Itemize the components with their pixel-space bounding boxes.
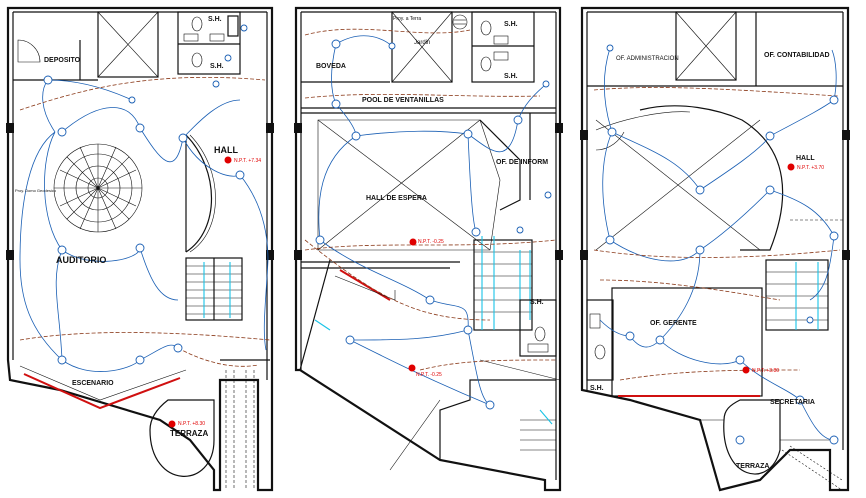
label-secretaria: SECRETARIA xyxy=(770,399,815,406)
lamp-icons-plan3 xyxy=(605,44,839,445)
label-npt-gerente: N.P.T. +3.80 xyxy=(752,368,779,374)
label-pool-ventanillas: POOL DE VENTANILLAS xyxy=(362,97,444,104)
label-of-informe: OF. DE INFORM xyxy=(496,159,548,166)
plan-2: Proy. a Terra Jardin S.H. S.H. BOVEDA PO… xyxy=(294,6,563,492)
lamp-icons-plan1 xyxy=(43,24,248,428)
label-jardin: Jardin xyxy=(414,40,430,46)
label-of-contabilidad: OF. CONTABILIDAD xyxy=(764,52,830,59)
label-npt-terraza: N.P.T. +8.30 xyxy=(178,421,205,427)
label-auditorio: AUDITORIO xyxy=(56,255,106,265)
label-hall-espera: HALL DE ESPERA xyxy=(366,195,427,202)
plan-3: OF. ADMINISTRACION OF. CONTABILIDAD HALL… xyxy=(580,6,850,492)
label-sh-bottom: S.H. xyxy=(210,63,224,70)
label-npt-low: N.P.T. -0.25 xyxy=(416,372,442,378)
label-npt-hall-3: N.P.T. +3.70 xyxy=(797,165,824,171)
label-sh-bottom-2: S.H. xyxy=(504,73,518,80)
label-sh-right: S.H. xyxy=(530,299,544,306)
label-domo-note: Proy. Domo Geodesico xyxy=(15,188,57,193)
label-of-gerente: OF. GERENTE xyxy=(650,320,697,327)
label-escenario: ESCENARIO xyxy=(72,380,114,387)
label-sh-top-2: S.H. xyxy=(504,21,518,28)
label-hall: HALL xyxy=(214,145,238,155)
plan-1: DEPOSITO S.H. S.H. HALL N.P.T. +7.34 Pro… xyxy=(6,6,274,492)
label-of-administracion: OF. ADMINISTRACION xyxy=(616,56,679,62)
geodesic-dome-icon xyxy=(53,143,143,233)
label-sh-3: S.H. xyxy=(590,385,604,392)
label-npt-hall: N.P.T. +7.34 xyxy=(234,158,261,164)
label-proy-terra: Proy. a Terra xyxy=(393,16,421,22)
label-deposito: DEPOSITO xyxy=(44,57,81,64)
lamp-icons-plan2 xyxy=(315,39,552,410)
label-boveda: BOVEDA xyxy=(316,63,346,70)
label-npt-espera: N.P.T. -0.25 xyxy=(418,239,444,245)
label-sh-top: S.H. xyxy=(208,16,222,23)
label-terraza: TERRAZA xyxy=(170,429,208,438)
label-terraza-3: TERRAZA xyxy=(736,463,769,470)
label-hall-3: HALL xyxy=(796,155,815,162)
